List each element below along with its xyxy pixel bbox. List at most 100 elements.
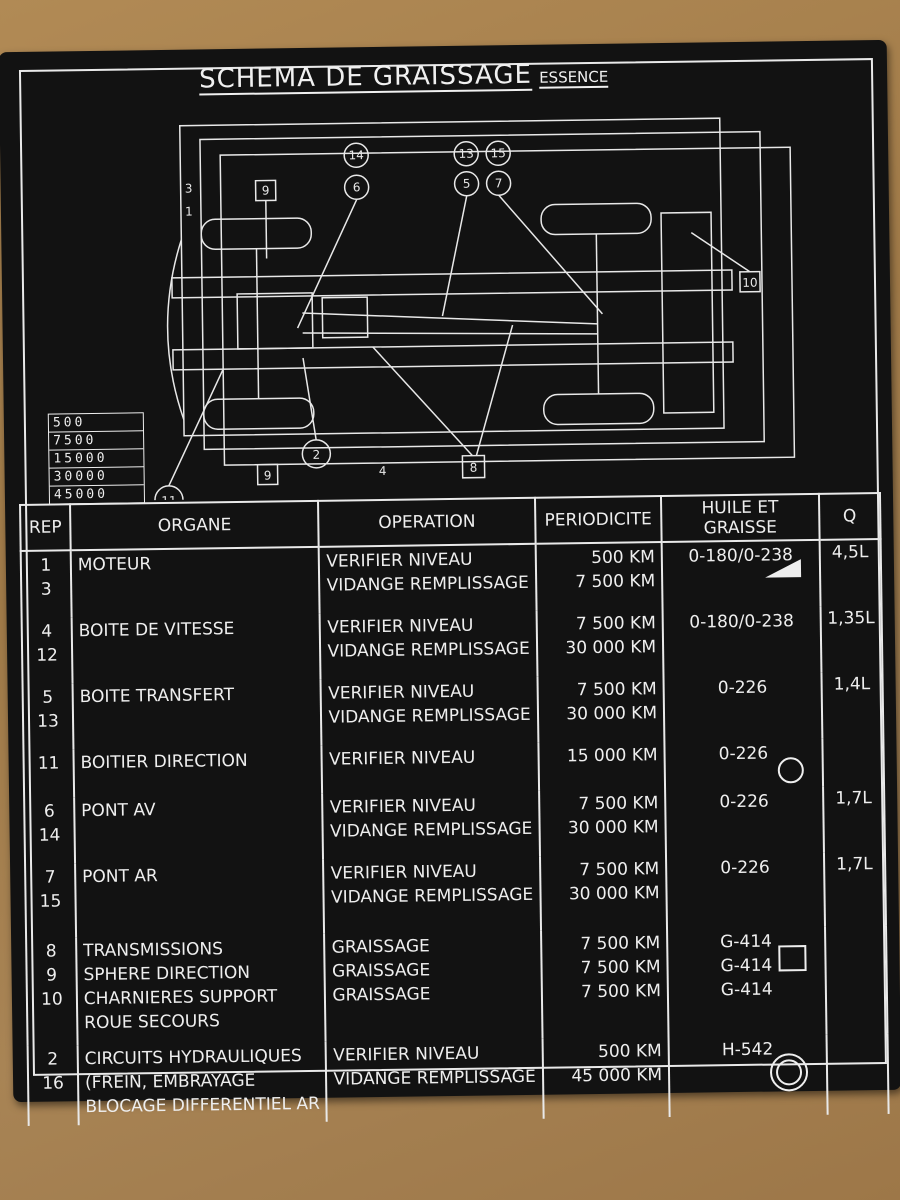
cell-organe-line: CIRCUITS HYDRAULIQUES: [84, 1046, 302, 1070]
cell-periodicite-line: 30 000 KM: [567, 817, 659, 839]
cell-q: 4,5L: [819, 538, 882, 607]
cell-periodicite: 500 KM 45 000 KM: [542, 1036, 670, 1119]
cell-rep-line: 1: [40, 555, 52, 576]
svg-text:8: 8: [470, 461, 478, 475]
cell-periodicite-line: 7 500 KM: [580, 933, 661, 955]
km-30000: 30000: [49, 467, 144, 487]
header-operation: OPERATION: [318, 497, 536, 547]
cell-periodicite-line: 30 000 KM: [565, 637, 657, 659]
cell-huile-line: 0-226: [720, 857, 770, 879]
svg-text:9: 9: [264, 468, 272, 482]
cell-rep-line: 12: [36, 645, 59, 666]
double-circle-icon: [769, 1053, 808, 1092]
cell-organe: BOITE DE VITESSE: [71, 613, 321, 684]
svg-text:7: 7: [495, 176, 503, 190]
km-15000: 15000: [49, 449, 144, 469]
cell-operation-line: GRAISSAGE: [332, 984, 431, 1006]
cell-operation-line: VERIFIER NIVEAU: [326, 549, 473, 572]
svg-text:1: 1: [185, 205, 193, 219]
cell-rep-line: 9: [46, 965, 58, 986]
cell-q: 1,35L: [820, 605, 883, 673]
cell-operation-line: VERIFIER NIVEAU: [329, 795, 477, 818]
cell-periodicite-line: 7 500 KM: [580, 957, 661, 979]
callout-13: [453, 140, 479, 167]
svg-text:3: 3: [185, 182, 193, 196]
lubrication-table: REP ORGANE OPERATION PERIODICITE HUILE E…: [19, 492, 890, 1126]
cell-rep-line: 4: [41, 621, 53, 642]
cell-periodicite-line: 500 KM: [591, 547, 656, 569]
svg-text:10: 10: [742, 276, 757, 290]
cell-periodicite-line: 45 000 KM: [571, 1065, 663, 1087]
header-rep: REP: [20, 504, 71, 551]
cell-huile: 0-226: [666, 852, 825, 930]
cell-operation-line: GRAISSAGE: [331, 936, 430, 958]
cell-q: [826, 1033, 889, 1115]
cell-huile: 0-226: [663, 672, 823, 742]
cell-operation-line: VERIFIER NIVEAU: [328, 681, 475, 704]
cell-periodicite-line: 7 500 KM: [580, 981, 662, 1003]
plate-subtitle: ESSENCE: [538, 67, 609, 89]
cell-rep-line: 3: [40, 579, 52, 600]
header-huile: HUILE ET GRAISSE: [661, 493, 820, 543]
cell-q: [824, 925, 888, 1035]
cell-organe-line: (FREIN, EMBRAYAGE: [84, 1070, 256, 1094]
cell-huile-line: 0-226: [719, 791, 769, 813]
cell-organe-line: BOITE DE VITESSE: [78, 619, 235, 642]
cell-q: [822, 737, 885, 787]
cell-rep-line: 5: [42, 687, 54, 708]
svg-text:4: 4: [379, 464, 387, 478]
cell-organe: PONT AV: [74, 793, 324, 864]
cell-rep-line: 15: [39, 891, 62, 912]
cell-huile: H-542: [668, 1034, 828, 1117]
cell-organe-line: BLOCAGE DIFFERENTIEL AR: [85, 1093, 321, 1118]
cell-periodicite: 15 000 KM: [538, 741, 666, 791]
cell-huile-line: G-414: [720, 979, 773, 1001]
cell-q: 1,7L: [822, 785, 885, 853]
svg-text:11: 11: [161, 494, 176, 502]
km-7500: 7500: [49, 431, 144, 451]
header-organe: ORGANE: [69, 500, 320, 551]
cell-periodicite-line: 7 500 KM: [578, 793, 659, 815]
km-500: 500: [48, 413, 144, 433]
cell-organe-line: PONT AR: [82, 866, 158, 888]
cell-organe-line: MOTEUR: [77, 554, 152, 576]
cell-huile: 0-226: [665, 786, 824, 856]
cell-huile-line: 0-226: [717, 677, 768, 699]
svg-text:5: 5: [463, 177, 471, 191]
cell-huile: 0-226: [664, 738, 823, 790]
cell-periodicite-line: 500 KM: [597, 1041, 662, 1062]
cell-organe: BOITIER DIRECTION: [73, 745, 323, 798]
cell-organe: MOTEUR: [70, 546, 321, 618]
cell-operation-line: VIDANGE REMPLISSAGE: [327, 638, 530, 662]
cell-operation-line: GRAISSAGE: [331, 960, 431, 982]
cell-periodicite-line: 30 000 KM: [566, 703, 658, 725]
cell-huile-line: 0-180/0-238: [689, 611, 794, 633]
circle-icon: [777, 757, 804, 784]
km-45000: 45000: [53, 486, 109, 503]
cell-periodicite-line: 15 000 KM: [566, 745, 658, 767]
cell-rep-line: 10: [40, 989, 63, 1010]
